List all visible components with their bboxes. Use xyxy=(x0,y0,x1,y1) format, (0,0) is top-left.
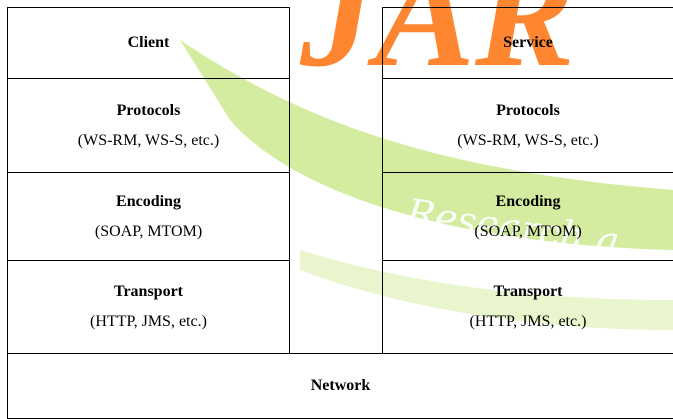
service-stack: Service Protocols (WS-RM, WS-S, etc.) En… xyxy=(382,7,673,354)
watermark-swoosh-lower xyxy=(300,250,673,330)
service-encoding-title: Encoding xyxy=(495,192,561,210)
network-layer: Network xyxy=(7,353,673,419)
client-encoding-detail: (SOAP, MTOM) xyxy=(94,222,203,240)
client-protocols-layer: Protocols (WS-RM, WS-S, etc.) xyxy=(8,78,289,172)
service-encoding-detail: (SOAP, MTOM) xyxy=(474,222,582,240)
client-stack: Client Protocols (WS-RM, WS-S, etc.) Enc… xyxy=(7,7,290,354)
client-encoding-layer: Encoding (SOAP, MTOM) xyxy=(8,172,289,260)
service-title: Service xyxy=(503,34,553,51)
service-header: Service xyxy=(383,8,673,78)
service-transport-layer: Transport (HTTP, JMS, etc.) xyxy=(383,260,673,353)
service-transport-title: Transport xyxy=(493,283,563,300)
client-encoding-title: Encoding xyxy=(116,192,181,210)
client-transport-detail: (HTTP, JMS, etc.) xyxy=(90,313,207,330)
network-title: Network xyxy=(310,377,371,394)
client-transport-layer: Transport (HTTP, JMS, etc.) xyxy=(8,260,289,353)
service-protocols-detail: (WS-RM, WS-S, etc.) xyxy=(457,131,599,149)
client-header: Client xyxy=(8,8,289,78)
client-protocols-title: Protocols xyxy=(116,101,181,119)
client-transport-title: Transport xyxy=(113,283,184,300)
service-protocols-title: Protocols xyxy=(496,101,560,119)
client-title: Client xyxy=(127,34,170,51)
service-protocols-layer: Protocols (WS-RM, WS-S, etc.) xyxy=(383,78,673,172)
watermark-swoosh xyxy=(180,40,673,250)
service-transport-detail: (HTTP, JMS, etc.) xyxy=(469,313,587,330)
service-encoding-layer: Encoding (SOAP, MTOM) xyxy=(383,172,673,260)
client-protocols-detail: (WS-RM, WS-S, etc.) xyxy=(77,131,220,149)
watermark-big-letters: JAR xyxy=(299,0,575,98)
